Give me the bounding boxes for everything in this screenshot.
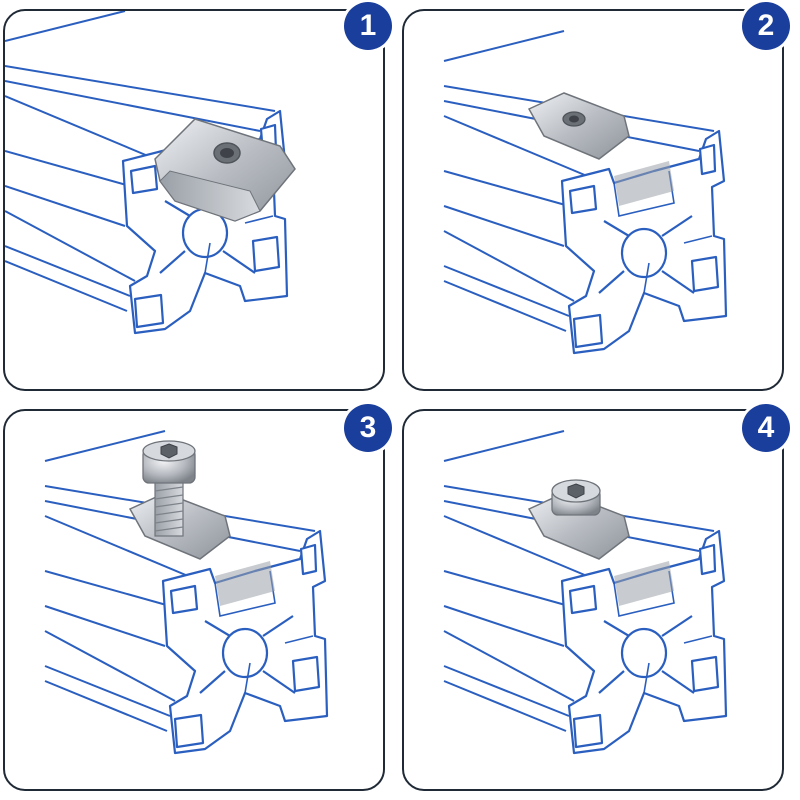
profile-illustration-1 [5,11,296,335]
t-slot-nut-icon [527,92,630,160]
hex-socket-bolt-icon [142,440,196,537]
t-slot-nut-icon [154,118,296,222]
profile-illustration-4 [442,429,728,755]
step-4-badge: 4 [742,404,790,452]
step-4-panel [402,409,784,791]
slot-channel [614,161,674,206]
profile-illustration-2 [442,29,728,355]
step-1-badge: 1 [344,2,392,50]
step-2-badge: 2 [742,2,790,50]
slot-channel [215,561,275,606]
step-2-panel [402,9,784,391]
step-3-panel [3,409,385,791]
slot-channel [614,561,674,606]
profile-illustration-3 [43,429,329,755]
step-3-badge: 3 [344,404,392,452]
hex-socket-bolt-icon [551,479,601,516]
step-1-panel [3,9,385,391]
